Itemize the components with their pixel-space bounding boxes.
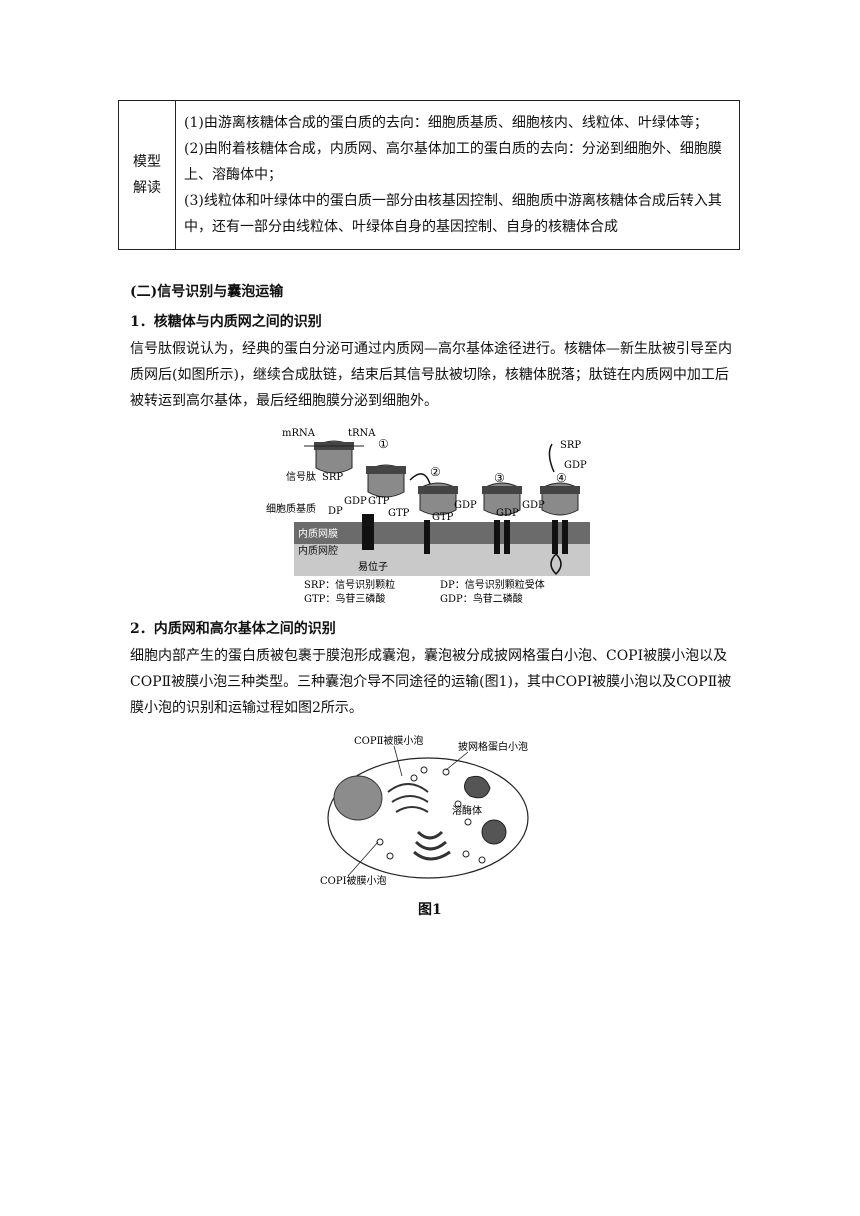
er-lumen-band	[294, 544, 590, 576]
clathrin-pointer	[445, 751, 469, 771]
ribosome-step3	[482, 482, 522, 516]
cop2-label: COPⅡ被膜小泡	[354, 734, 423, 747]
section-title: (二)信号识别与囊泡运输	[130, 284, 284, 300]
vesicle-transport-figure: COPⅡ被膜小泡 披网格蛋白小泡 溶酶体 COPⅠ被膜小泡	[320, 734, 529, 887]
gdp-label-5: GDP	[564, 460, 587, 471]
gtp-label-3: GTP	[432, 512, 454, 523]
cop2-pointer	[393, 745, 403, 777]
lysosome	[481, 819, 507, 845]
step-1-marker: ①	[378, 437, 389, 451]
srp-label-2: SRP	[560, 440, 581, 451]
srp-label: SRP	[322, 472, 343, 483]
ribosome-free	[304, 440, 364, 474]
endoplasmic-reticulum	[387, 783, 429, 813]
paragraph-1: 信号肽假说认为，经典的蛋白分泌可通过内质网—高尔基体途径进行。核糖体—新生肽被引…	[130, 341, 732, 409]
model-table: 模型 解读 (1)由游离核糖体合成的蛋白质的去向：细胞质基质、细胞核内、线粒体、…	[118, 100, 740, 250]
er-lumen-label: 内质网腔	[298, 544, 338, 557]
nucleus	[333, 775, 383, 821]
model-table-label: 模型 解读	[118, 100, 176, 250]
cop1-pointer	[347, 841, 379, 877]
gdp-label-4: GDP	[522, 500, 545, 511]
dp-label: DP	[328, 506, 343, 517]
model-line-2: (2)由附着核糖体合成，内质网、高尔基体加工的蛋白质的去向：分泌到细胞外、细胞膜…	[184, 141, 722, 183]
cytosol-label: 细胞质基质	[266, 502, 316, 515]
gdp-label-3: GDP	[496, 508, 519, 519]
subsection-title-2: 2．内质网和高尔基体之间的识别	[130, 621, 336, 637]
legend-gdp: GDP：鸟苷二磷酸	[440, 592, 523, 605]
legend-gtp: GTP：鸟苷三磷酸	[304, 592, 385, 605]
step-4-marker: ④	[556, 471, 567, 485]
signal-peptide-label: 信号肽	[286, 470, 316, 483]
lysosome-label: 溶酶体	[452, 804, 482, 817]
folded-peptide	[550, 553, 562, 576]
vesicles	[376, 766, 486, 864]
step-2-marker: ②	[430, 465, 441, 479]
gtp-label-1: GTP	[368, 496, 390, 507]
step-arrow	[409, 473, 431, 485]
ribosome-step1	[366, 464, 406, 498]
model-line-3: (3)线粒体和叶绿体中的蛋白质一部分由核基因控制、细胞质中游离核糖体合成后转入其…	[184, 193, 722, 235]
label-line-1: 模型	[133, 154, 161, 170]
translocon-channels	[362, 514, 568, 554]
ribosome-step2	[418, 482, 458, 516]
trna-label: tRNA	[348, 428, 376, 439]
golgi-apparatus	[413, 830, 451, 861]
cop1-label: COPⅠ被膜小泡	[320, 874, 387, 887]
legend-srp: SRP：信号识别颗粒	[304, 578, 395, 591]
er-membrane-band	[294, 522, 590, 544]
ribosome-step4	[540, 482, 580, 516]
legend-dp: DP：信号识别颗粒受体	[440, 578, 545, 591]
gdp-label-1: GDP	[344, 496, 367, 507]
paragraph-2: 细胞内部产生的蛋白质被包裹于膜泡形成囊泡，囊泡被分成披网格蛋白小泡、COPⅠ被膜…	[130, 648, 732, 716]
model-line-1: (1)由游离核糖体合成的蛋白质的去向：细胞质基质、细胞核内、线粒体、叶绿体等；	[184, 115, 708, 131]
translocon-label: 易位子	[358, 560, 388, 573]
mrna-label: mRNA	[282, 428, 316, 439]
clathrin-label: 披网格蛋白小泡	[458, 740, 528, 753]
endosome	[464, 775, 491, 799]
figure-caption: 图1	[418, 902, 442, 918]
signal-recognition-figure: 内质网膜 内质网腔 易位子 细胞质基质 DP	[266, 428, 590, 605]
gtp-label-2: GTP	[388, 508, 410, 519]
label-line-2: 解读	[133, 180, 161, 196]
er-membrane-label: 内质网膜	[298, 527, 338, 540]
model-table-content: (1)由游离核糖体合成的蛋白质的去向：细胞质基质、细胞核内、线粒体、叶绿体等； …	[175, 100, 740, 250]
subsection-title-1: 1．核糖体与内质网之间的识别	[130, 314, 322, 330]
srp-release-arrow	[548, 443, 555, 473]
gdp-label-2: GDP	[454, 500, 477, 511]
step-3-marker: ③	[494, 471, 505, 485]
